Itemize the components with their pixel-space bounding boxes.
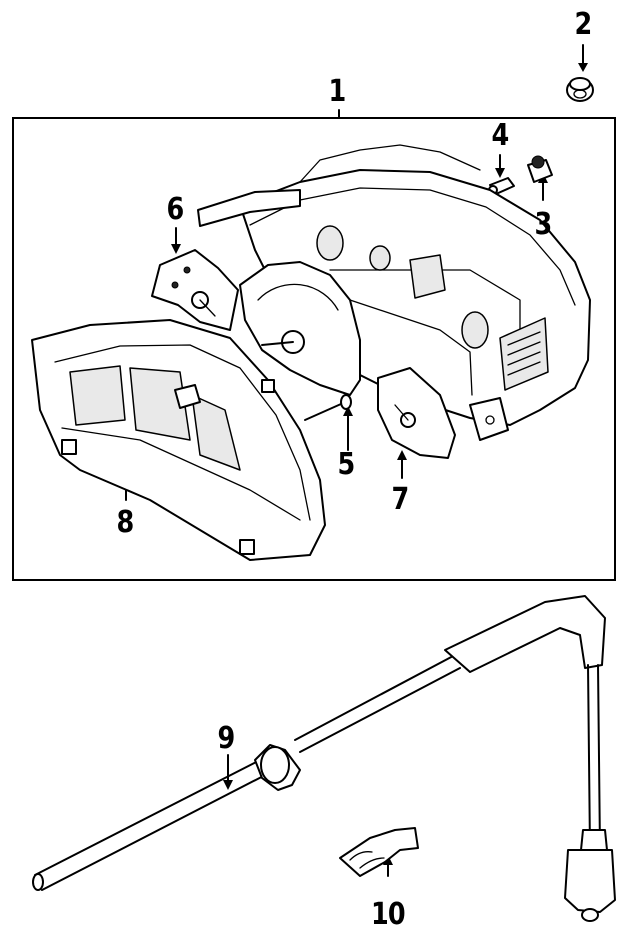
socket-icon bbox=[527, 155, 553, 183]
callout-7: 7 bbox=[391, 482, 409, 517]
speedometer-dial-icon bbox=[239, 261, 361, 396]
callout-5: 5 bbox=[337, 447, 355, 482]
callout-3: 3 bbox=[534, 207, 552, 242]
bulb-socket-icon bbox=[566, 77, 594, 102]
callout-9: 9 bbox=[217, 721, 235, 756]
callout-10: 10 bbox=[370, 897, 406, 932]
callout-4: 4 bbox=[491, 118, 509, 153]
cluster-lens-icon bbox=[31, 319, 326, 561]
temp-gauge-icon bbox=[377, 367, 456, 459]
cable-clip-icon bbox=[339, 827, 419, 877]
callout-8: 8 bbox=[116, 505, 134, 540]
speedometer-cable-icon bbox=[32, 595, 616, 922]
callout-6: 6 bbox=[166, 192, 184, 227]
cluster-assembly-frame bbox=[12, 117, 616, 581]
cluster-housing-icon bbox=[197, 144, 591, 441]
leader-lines bbox=[121, 44, 588, 877]
reset-knob-icon bbox=[304, 394, 352, 421]
callout-2: 2 bbox=[574, 7, 592, 42]
fuel-gauge-icon bbox=[151, 249, 239, 331]
callout-1: 1 bbox=[328, 74, 346, 109]
